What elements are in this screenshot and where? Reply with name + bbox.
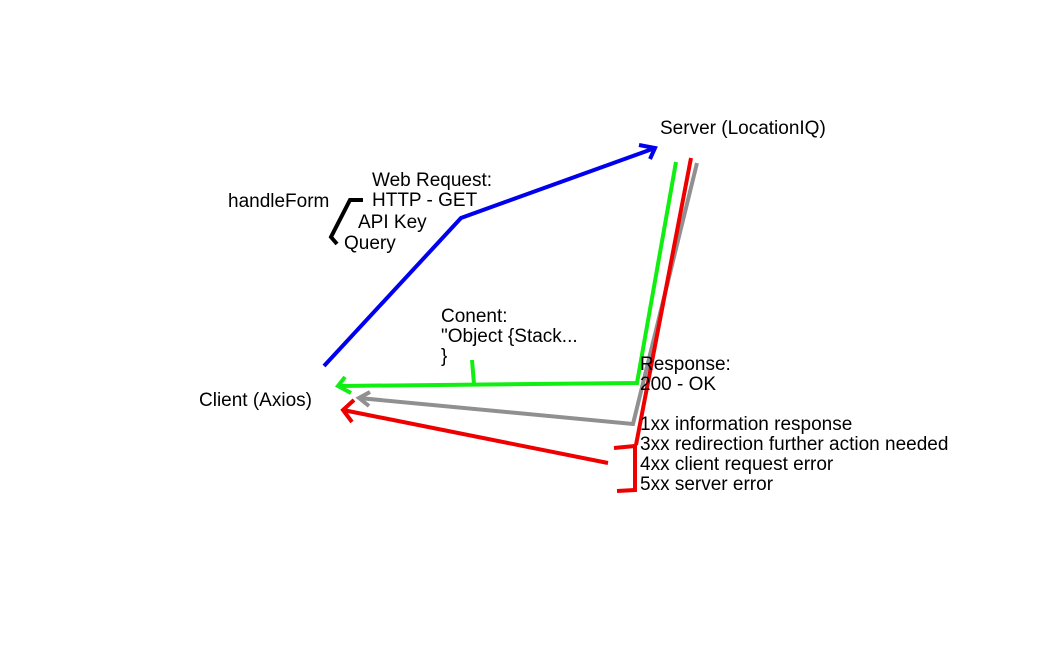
request-param-api-key: API Key — [358, 212, 427, 233]
request-arrow — [322, 146, 656, 368]
response-status: 200 - OK — [640, 374, 717, 395]
server-label: Server (LocationIQ) — [660, 118, 826, 139]
success-response-arrow — [337, 161, 678, 388]
error-response-arrow — [342, 408, 609, 465]
info-response-arrowhead — [355, 390, 371, 408]
handler-label: handleForm — [228, 191, 330, 212]
error-response-line — [634, 157, 693, 446]
request-arrowhead — [638, 143, 658, 160]
content-label-line-1: Conent: — [441, 306, 508, 327]
request-param-query: Query — [344, 233, 396, 254]
handler-bracket — [328, 198, 363, 246]
request-method: HTTP - GET — [372, 190, 478, 211]
status-code-1xx: 1xx information response — [640, 414, 853, 435]
client-label: Client (Axios) — [199, 390, 312, 411]
content-label-line-3: } — [441, 346, 448, 367]
status-code-5xx: 5xx server error — [640, 474, 774, 495]
error-response-arrowhead — [340, 398, 356, 424]
info-response-arrow — [358, 162, 699, 427]
status-code-4xx: 4xx client request error — [640, 454, 834, 475]
content-connector — [470, 359, 476, 385]
content-label-line-2: "Object {Stack... — [441, 326, 578, 347]
status-code-bracket — [613, 443, 637, 493]
status-code-3xx: 3xx redirection further action needed — [640, 434, 949, 455]
request-title: Web Request: — [372, 170, 493, 191]
response-title: Response: — [640, 354, 731, 375]
success-response-arrowhead — [334, 375, 352, 395]
